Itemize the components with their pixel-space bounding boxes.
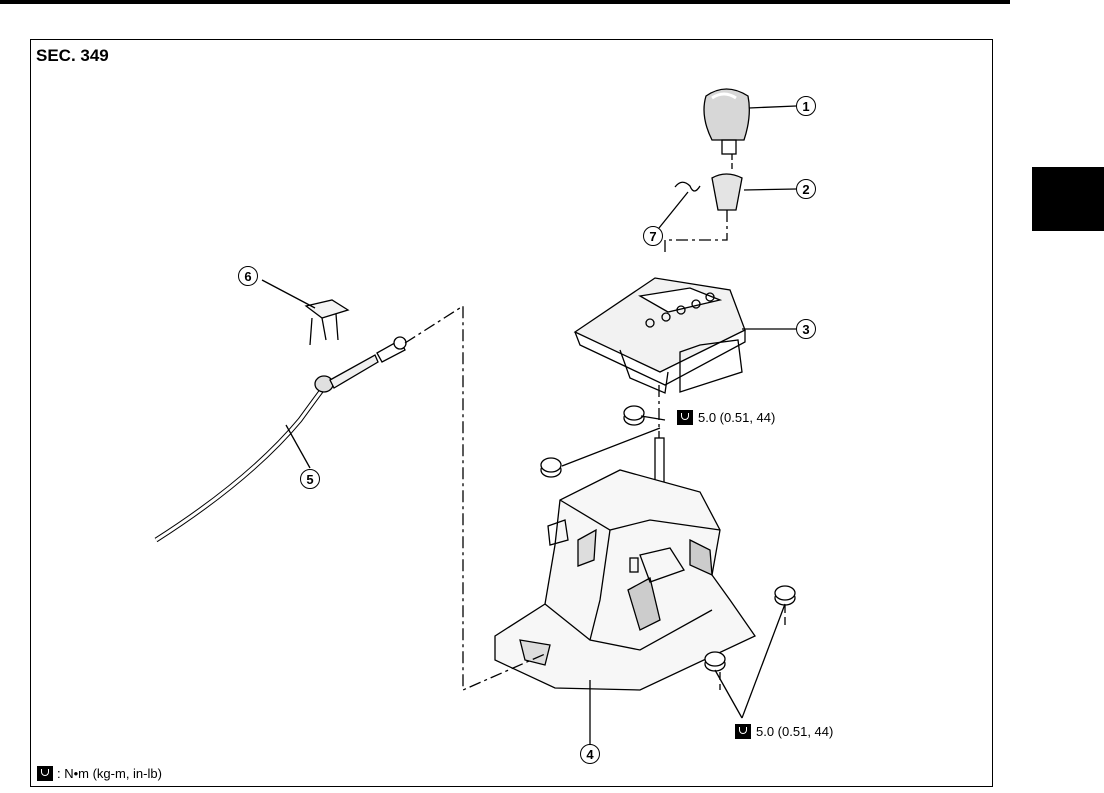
shifter-device-assembly	[494, 469, 756, 691]
callout-3-indicator-panel: 3	[796, 319, 816, 339]
section-tab-marker	[1032, 167, 1104, 231]
callout-4-shifter-assembly: 4	[580, 744, 600, 764]
torque-wrench-icon	[735, 724, 751, 739]
legend-text: : N•m (kg-m, in-lb)	[57, 766, 162, 781]
torque-spec-upper: 5.0 (0.51, 44)	[677, 410, 775, 425]
diagram-frame	[30, 39, 993, 787]
shift-knob	[703, 88, 750, 155]
control-cable	[154, 336, 407, 543]
torque-unit-legend: : N•m (kg-m, in-lb)	[37, 766, 162, 781]
torque-wrench-icon	[37, 766, 53, 781]
nut-upper-b	[540, 457, 562, 478]
callout-2-knob-cover: 2	[796, 179, 816, 199]
callout-6-lock-plate: 6	[238, 266, 258, 286]
lock-plate	[304, 299, 350, 346]
indicator-panel	[573, 277, 746, 394]
nut-lower-a	[774, 585, 796, 606]
page-top-rule	[0, 0, 1010, 4]
snap-pin	[674, 181, 701, 192]
torque-spec-lower: 5.0 (0.51, 44)	[735, 724, 833, 739]
nut-lower-b	[704, 651, 726, 672]
callout-5-control-cable: 5	[300, 469, 320, 489]
section-label: SEC. 349	[36, 46, 109, 65]
torque-value-upper: 5.0 (0.51, 44)	[698, 410, 776, 425]
torque-value-lower: 5.0 (0.51, 44)	[756, 724, 834, 739]
callout-7-snap-pin: 7	[643, 226, 663, 246]
callout-1-shift-knob: 1	[796, 96, 816, 116]
knob-cover	[711, 173, 743, 211]
nut-upper-a	[623, 405, 645, 426]
torque-wrench-icon	[677, 410, 693, 425]
